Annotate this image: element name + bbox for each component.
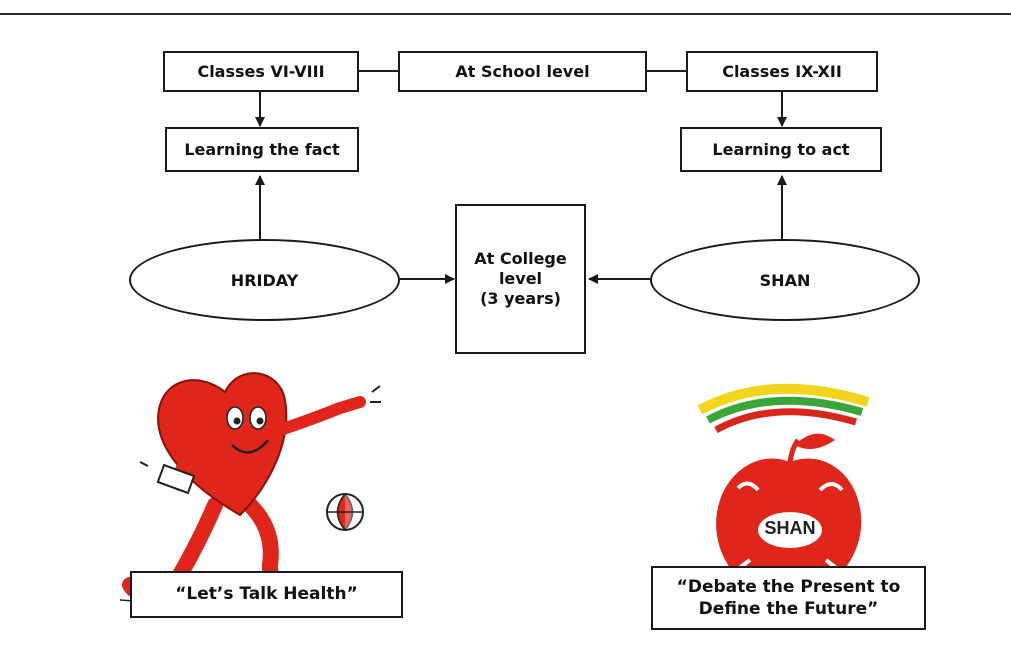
beach-ball-icon <box>326 493 364 531</box>
hriday-ellipse: HRIDAY <box>129 239 400 321</box>
classes-vi-viii-box: Classes VI-VIII <box>163 51 359 92</box>
shan-ellipse: SHAN <box>650 239 920 321</box>
college-level-box: At College level (3 years) <box>455 204 586 354</box>
shan-caption-box: “Debate the Present to Define the Future… <box>651 566 926 630</box>
hriday-heart-mascot <box>119 372 381 604</box>
shan-apple-logo <box>697 383 870 600</box>
classes-ix-xii-box: Classes IX-XII <box>686 51 878 92</box>
school-level-box: At School level <box>398 51 647 92</box>
hriday-caption-box: “Let’s Talk Health” <box>130 571 403 618</box>
learning-fact-box: Learning the fact <box>165 127 359 172</box>
learning-act-box: Learning to act <box>680 127 882 172</box>
shan-logo-text: SHAN <box>764 518 816 538</box>
